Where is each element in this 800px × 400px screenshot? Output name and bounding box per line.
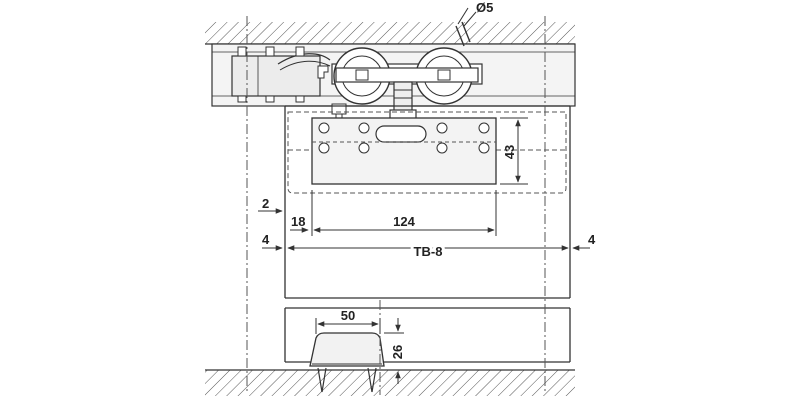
floor-guide <box>309 332 385 393</box>
center-lines <box>246 16 546 395</box>
dimension-labels: Ø5 43 2 18 124 4 TB-8 4 50 26 <box>262 0 596 359</box>
plate-holes <box>318 122 490 154</box>
label-hole-spacing: 124 <box>393 214 415 229</box>
dimension-lines <box>258 11 590 384</box>
mounting-plate <box>311 117 497 185</box>
floor <box>205 369 575 396</box>
label-guide-width: 50 <box>341 308 355 323</box>
label-clearance-left: 4 <box>262 232 270 247</box>
label-clearance-right: 4 <box>588 232 596 247</box>
label-screw-diameter: Ø5 <box>476 0 493 15</box>
label-plate-height: 43 <box>502 145 517 159</box>
ceiling-screw <box>455 7 471 47</box>
label-gap-top: 2 <box>262 196 269 211</box>
label-side-offset: 18 <box>291 214 305 229</box>
label-door-width: TB-8 <box>414 244 443 259</box>
roller-carriage <box>331 47 483 133</box>
screw-heads <box>237 46 305 103</box>
ceiling <box>205 22 575 45</box>
label-guide-height: 26 <box>390 345 405 359</box>
